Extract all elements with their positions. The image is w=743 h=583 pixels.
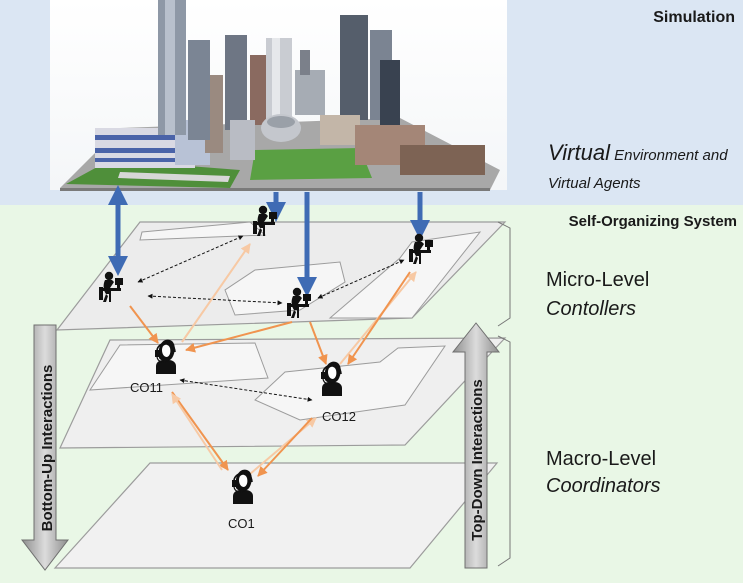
peer-interaction-arrows — [137, 235, 405, 402]
self-organizing-title: Self-Organizing System — [569, 213, 737, 230]
macro-bracket — [497, 335, 511, 567]
bottom-up-label: Bottom-Up Interactions — [39, 365, 56, 532]
co12-label: CO12 — [322, 409, 356, 424]
virtual-caption-line1: Virtual Environment and — [548, 140, 728, 165]
micro-level-subtitle: Contollers — [546, 298, 636, 320]
micro-bracket — [497, 221, 511, 327]
macro-level-title: Macro-Level — [546, 448, 656, 470]
macro-level-plane — [53, 462, 499, 569]
co11-label: CO11 — [130, 380, 163, 395]
micro-level-title: Micro-Level — [546, 269, 649, 291]
co1-label: CO1 — [228, 516, 255, 531]
simulation-link-arrows — [108, 185, 430, 297]
bottom-up-arrow: Bottom-Up Interactions — [20, 324, 70, 571]
virtual-caption-line2: Virtual Agents — [548, 175, 641, 192]
top-down-label: Top-Down Interactions — [469, 379, 486, 540]
inter-level-arrows — [129, 243, 417, 477]
city-skyline-icon — [50, 0, 507, 191]
top-down-arrow: Top-Down Interactions — [451, 322, 501, 569]
simulation-title: Simulation — [653, 9, 735, 26]
macro-level-subtitle: Coordinators — [546, 475, 661, 497]
